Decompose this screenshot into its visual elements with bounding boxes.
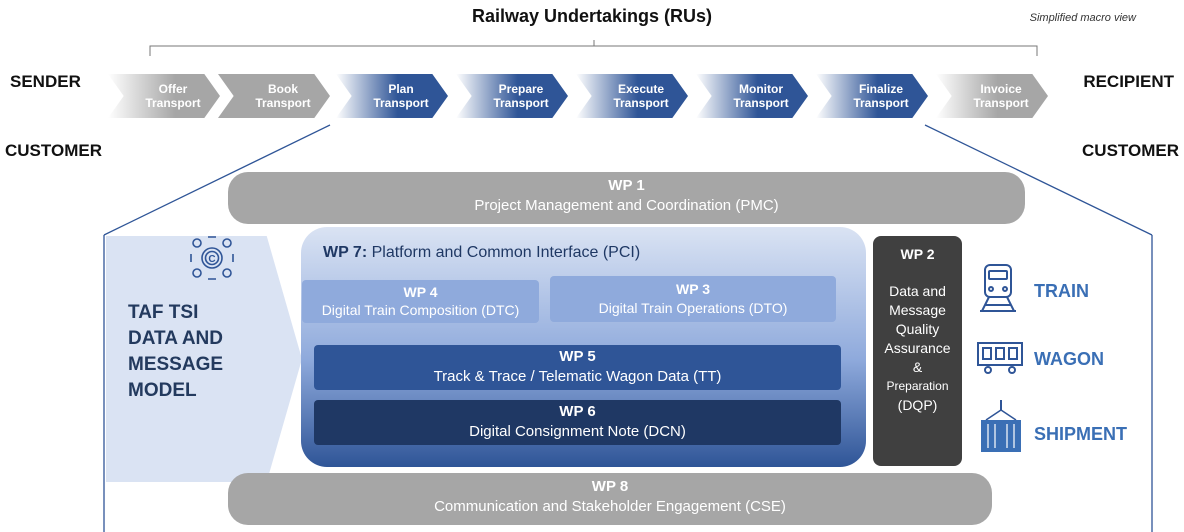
- wp1-name: Project Management and Coordination (PMC…: [474, 197, 779, 214]
- wp3-box: WP 3 Digital Train Operations (DTO): [550, 276, 836, 322]
- wp8-pill: WP 8 Communication and Stakeholder Engag…: [228, 473, 992, 525]
- wp8-id: WP 8: [591, 478, 629, 495]
- wp4-box: WP 4 Digital Train Composition (DTC): [302, 280, 539, 323]
- shipment-label: SHIPMENT: [1034, 424, 1128, 444]
- sender-label: SENDER: [10, 72, 81, 91]
- customer-right-label: CUSTOMER: [1082, 141, 1179, 160]
- shipment-container-icon: [981, 400, 1021, 452]
- wp6-box: WP 6 Digital Consignment Note (DCN): [314, 400, 841, 445]
- data-model-gears-icon: C: [190, 236, 234, 280]
- page-title: Railway Undertakings (RUs): [471, 6, 713, 26]
- wp1-id: WP 1: [608, 177, 645, 194]
- train-label: TRAIN: [1034, 281, 1089, 301]
- train-icon: [980, 264, 1016, 312]
- recipient-label: RECIPIENT: [1083, 72, 1174, 91]
- taf-tsi-label: TAF TSI DATA AND MESSAGE MODEL: [128, 302, 224, 401]
- wagon-label: WAGON: [1034, 349, 1104, 369]
- wp1-pill: WP 1 Project Management and Coordination…: [228, 172, 1025, 224]
- taf-tsi-panel: [106, 236, 302, 482]
- customer-left-label: CUSTOMER: [5, 141, 102, 160]
- wp8-name: Communication and Stakeholder Engagement…: [434, 498, 786, 515]
- wp2-box: WP 2 Data and Message Quality Assurance …: [873, 236, 962, 466]
- wagon-icon: [977, 342, 1023, 374]
- wp7-title: WP 7: Platform and Common Interface (PCI…: [323, 244, 641, 261]
- svg-text:C: C: [208, 254, 215, 265]
- wp5-box: WP 5 Track & Trace / Telematic Wagon Dat…: [314, 345, 841, 390]
- page-subtitle: Simplified macro view: [1029, 12, 1136, 24]
